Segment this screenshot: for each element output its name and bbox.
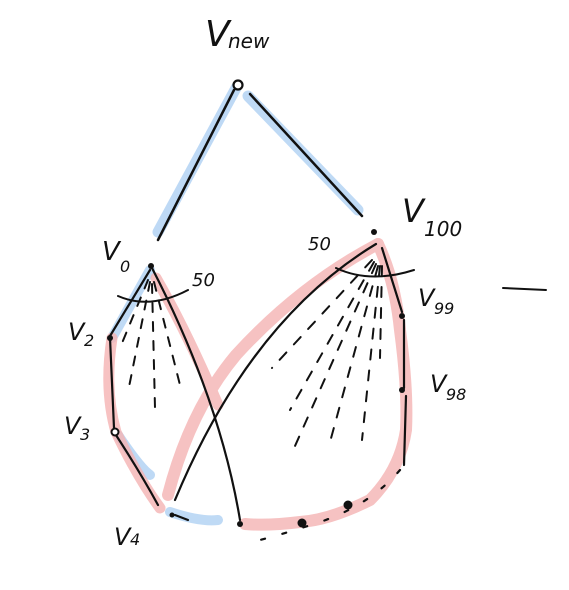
label-v2: V [68, 318, 86, 346]
edge-v2-v3 [108, 336, 116, 430]
label-fifty-left: 50 [192, 270, 215, 291]
node-v0 [148, 263, 154, 269]
fan-v100-line-4 [329, 265, 379, 443]
edge-vnew-v100 [248, 92, 364, 218]
node-bottom-dot-1 [297, 518, 307, 528]
label-fifty-right: 50 [308, 234, 331, 255]
dotted-curve [258, 468, 402, 542]
label-v3-sub: 3 [80, 425, 90, 444]
highlight-right-chain [239, 238, 413, 531]
label-v99-sub: 99 [434, 299, 454, 318]
label-v99: V [418, 284, 436, 312]
edge-v3-v4 [112, 430, 160, 507]
label-v0: V [102, 237, 122, 267]
label-vnew-sub: new [228, 29, 270, 53]
labels: V new V 100 V 0 50 50 V 99 V 98 V 2 V 3 … [64, 14, 466, 551]
fan-v0-line-1 [119, 279, 149, 349]
node-v98 [399, 387, 405, 393]
label-v2-sub: 2 [84, 331, 94, 350]
edge-vnew-v0 [156, 88, 236, 242]
fan-v100-line-5 [361, 265, 381, 441]
nodes [107, 79, 405, 528]
angle-arcs [117, 267, 415, 303]
fan-v0 [119, 279, 181, 409]
edge-side-dash [502, 287, 547, 291]
label-v4: V [114, 523, 132, 551]
edge-v98-down [402, 394, 408, 467]
fan-v0-line-3 [151, 283, 156, 409]
fan-v100-line-1 [271, 259, 373, 369]
label-v98-sub: 98 [446, 385, 466, 404]
edge-v0-v2 [108, 268, 152, 338]
label-v100-sub: 100 [424, 217, 462, 241]
label-v98: V [430, 370, 448, 398]
dotted-bottom-curve [258, 468, 402, 542]
ink-edges [108, 88, 547, 522]
highlight-bottom-blue [165, 507, 223, 526]
highlight-v100-cross [162, 238, 384, 501]
node-v99 [399, 313, 405, 319]
node-v2 [107, 335, 113, 341]
node-v3 [110, 427, 120, 437]
label-v4-sub: 4 [130, 530, 140, 549]
node-bottom-mid [237, 521, 243, 527]
fan-v100-line-6 [379, 265, 383, 359]
label-v100: V [402, 192, 426, 230]
fan-v100 [271, 259, 383, 447]
edge-v0-bottom [150, 266, 242, 522]
arc-v0 [117, 289, 189, 303]
edge-v100-v99 [380, 246, 404, 314]
edge-bottom-stub [173, 513, 190, 522]
label-v3: V [64, 412, 82, 440]
label-vnew: V [205, 14, 232, 55]
label-v0-sub: 0 [120, 257, 130, 276]
blue-highlights [107, 82, 364, 526]
node-v100 [371, 229, 377, 235]
node-vnew [232, 79, 244, 91]
arc-v100 [335, 267, 415, 278]
node-v4 [169, 512, 175, 518]
fan-v0-line-2 [127, 281, 151, 393]
node-bottom-dot-2 [343, 500, 353, 510]
edge-v100-v4 [173, 242, 378, 502]
fan-v100-line-2 [289, 261, 375, 411]
